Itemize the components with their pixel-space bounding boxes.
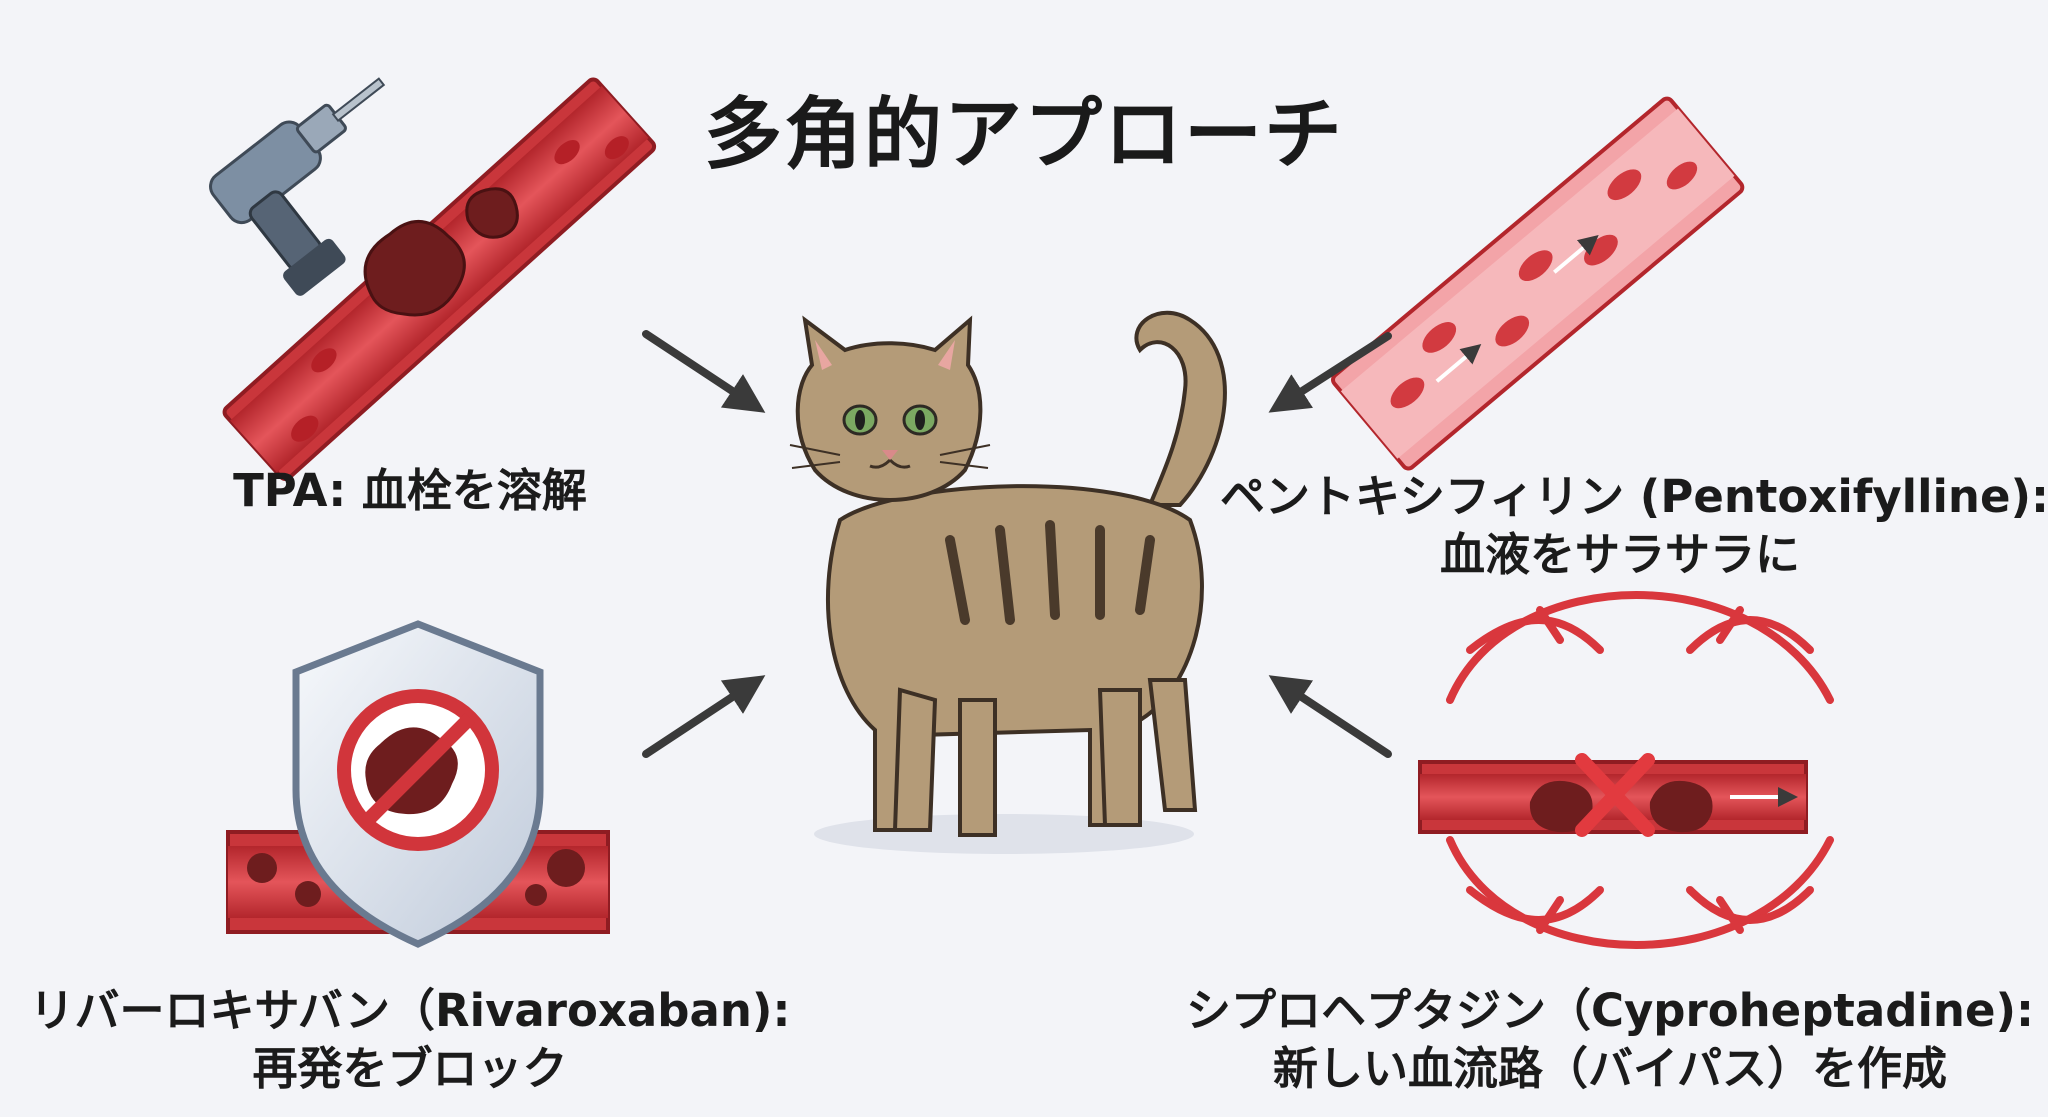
label-line: TPA: 血栓を溶解 [233,464,587,517]
label-line: リバーロキサバン（Rivaroxaban): [29,984,791,1037]
approach-label-tpa: TPA: 血栓を溶解 [180,462,640,520]
approach-label-cyproheptadine: シプロヘプタジン（Cyproheptadine): 新しい血流路（バイパス）を作… [1180,982,2040,1097]
approach-label-pentoxifylline: ペントキシフィリン (Pentoxifylline): 血液をサラサラに [1220,468,2048,583]
label-line: 新しい血流路（バイパス）を作成 [1272,1041,1948,1095]
smooth-blood-flow-icon [1331,96,1745,471]
page-title: 多角的アプローチ [703,90,1344,180]
approach-label-rivaroxaban: リバーロキサバン（Rivaroxaban): 再発をブロック [20,982,800,1097]
collateral-vessel-bypass-icon [1446,591,1834,949]
label-line: シプロヘプタジン（Cyproheptadine): [1185,984,2035,1037]
label-line: ペントキシフィリン (Pentoxifylline): [1220,470,2048,523]
tabby-cat-icon [789,310,1227,854]
arrows-to-cat [642,330,1392,758]
drill-dissolving-clot-icon [209,77,657,481]
label-line: 血液をサラサラに [1439,527,1800,581]
shield-block-clot-icon [226,620,610,948]
label-line: 再発をブロック [252,1041,568,1095]
